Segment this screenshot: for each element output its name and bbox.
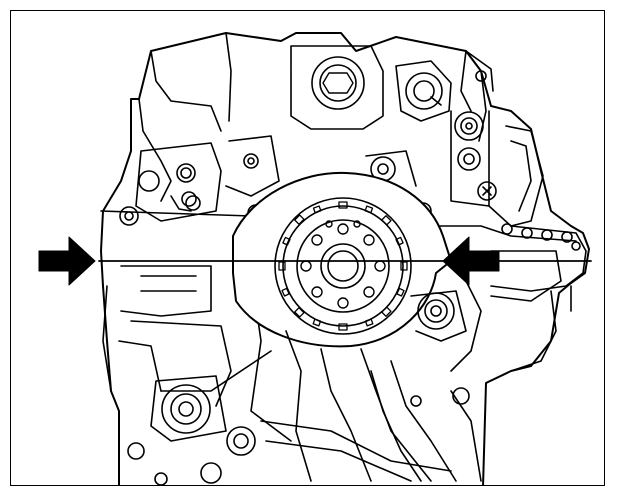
engine-block-diagram xyxy=(38,32,592,485)
right-idler-pulleys xyxy=(450,110,544,227)
left-arrow-icon xyxy=(38,236,96,286)
upper-housing xyxy=(290,45,494,130)
right-housing xyxy=(488,205,587,372)
hub-bolt-holes xyxy=(300,220,386,309)
left-bracket xyxy=(135,135,280,222)
engine-block-outline xyxy=(100,32,590,485)
ring-tabs xyxy=(278,201,408,331)
diagram-frame xyxy=(10,10,605,486)
right-arrow-icon xyxy=(442,236,500,286)
lower-block-details xyxy=(118,290,482,485)
timing-plate xyxy=(232,171,452,348)
block-face xyxy=(100,210,577,442)
